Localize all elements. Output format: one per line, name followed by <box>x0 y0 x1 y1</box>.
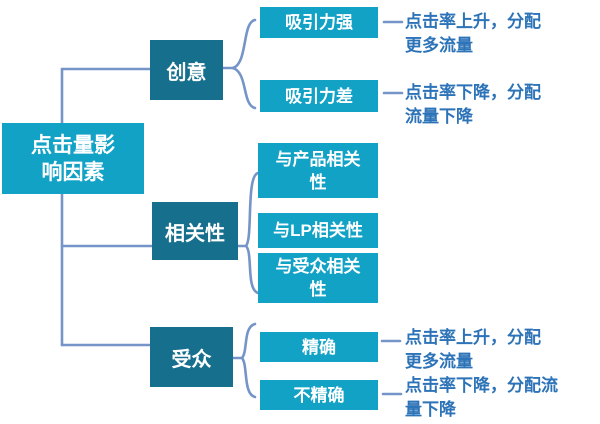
node-leaf-strong-appeal-label: 吸引力强 <box>285 13 353 32</box>
node-leaf-audience-relevance-line2: 性 <box>309 280 327 299</box>
brace-audience-top <box>240 322 257 360</box>
node-leaf-strong-appeal: 吸引力强 <box>260 7 378 38</box>
node-leaf-audience-relevance-line1: 与受众相关 <box>275 257 361 276</box>
node-leaf-product-relevance-line1: 与产品相关 <box>275 149 361 169</box>
node-leaf-product-relevance-line2: 性 <box>309 172 327 192</box>
node-leaf-imprecise: 不精确 <box>260 380 378 410</box>
node-branch-relevance-label: 相关性 <box>165 222 225 245</box>
annotation-ctr-down-bottom: 点击率下降，分配流 量下降 <box>405 374 558 422</box>
node-root-click-factors: 点击量影 响因素 <box>2 123 144 194</box>
node-leaf-product-relevance: 与产品相关 性 <box>258 143 378 198</box>
node-leaf-lp-relevance: 与LP相关性 <box>258 213 378 248</box>
node-root-line1: 点击量影 <box>31 133 115 157</box>
annotation-ctr-up-top-line2: 更多流量 <box>405 36 473 55</box>
node-branch-audience-label: 受众 <box>171 348 212 371</box>
annotation-ctr-up-top-line1: 点击率上升，分配 <box>405 12 541 31</box>
annotation-ctr-down-top: 点击率下降，分配 流量下降 <box>405 81 541 129</box>
node-leaf-lp-relevance-label: 与LP相关性 <box>273 221 363 240</box>
annotation-ctr-up-bottom-line1: 点击率上升，分配 <box>405 328 541 347</box>
node-branch-creative-label: 创意 <box>166 61 207 84</box>
node-leaf-precise-label: 精确 <box>302 337 336 357</box>
annotation-ctr-down-top-line2: 流量下降 <box>405 107 473 126</box>
node-leaf-weak-appeal-label: 吸引力差 <box>285 86 353 106</box>
brace-audience-bottom <box>240 356 257 399</box>
node-leaf-imprecise-label: 不精确 <box>293 385 345 405</box>
brace-creative-top <box>231 18 257 70</box>
node-branch-creative: 创意 <box>150 40 223 100</box>
node-root-line2: 响因素 <box>41 160 105 184</box>
brace-relevance-top <box>244 171 260 248</box>
annotation-ctr-up-top: 点击率上升，分配 更多流量 <box>405 10 541 58</box>
node-leaf-audience-relevance: 与受众相关 性 <box>258 253 378 303</box>
annotation-ctr-down-top-line1: 点击率下降，分配 <box>405 83 541 102</box>
brace-relevance-bottom <box>244 244 260 295</box>
annotation-ctr-down-bottom-line2: 量下降 <box>405 400 456 419</box>
node-branch-audience: 受众 <box>150 327 233 387</box>
brace-creative-bottom <box>231 66 257 110</box>
node-leaf-weak-appeal: 吸引力差 <box>260 80 378 112</box>
annotation-ctr-down-bottom-line1: 点击率下降，分配流 <box>405 376 558 395</box>
annotation-ctr-up-bottom-line2: 更多流量 <box>405 352 473 371</box>
node-leaf-precise: 精确 <box>260 332 378 362</box>
annotation-ctr-up-bottom: 点击率上升，分配 更多流量 <box>405 326 541 374</box>
node-branch-relevance: 相关性 <box>152 202 238 260</box>
